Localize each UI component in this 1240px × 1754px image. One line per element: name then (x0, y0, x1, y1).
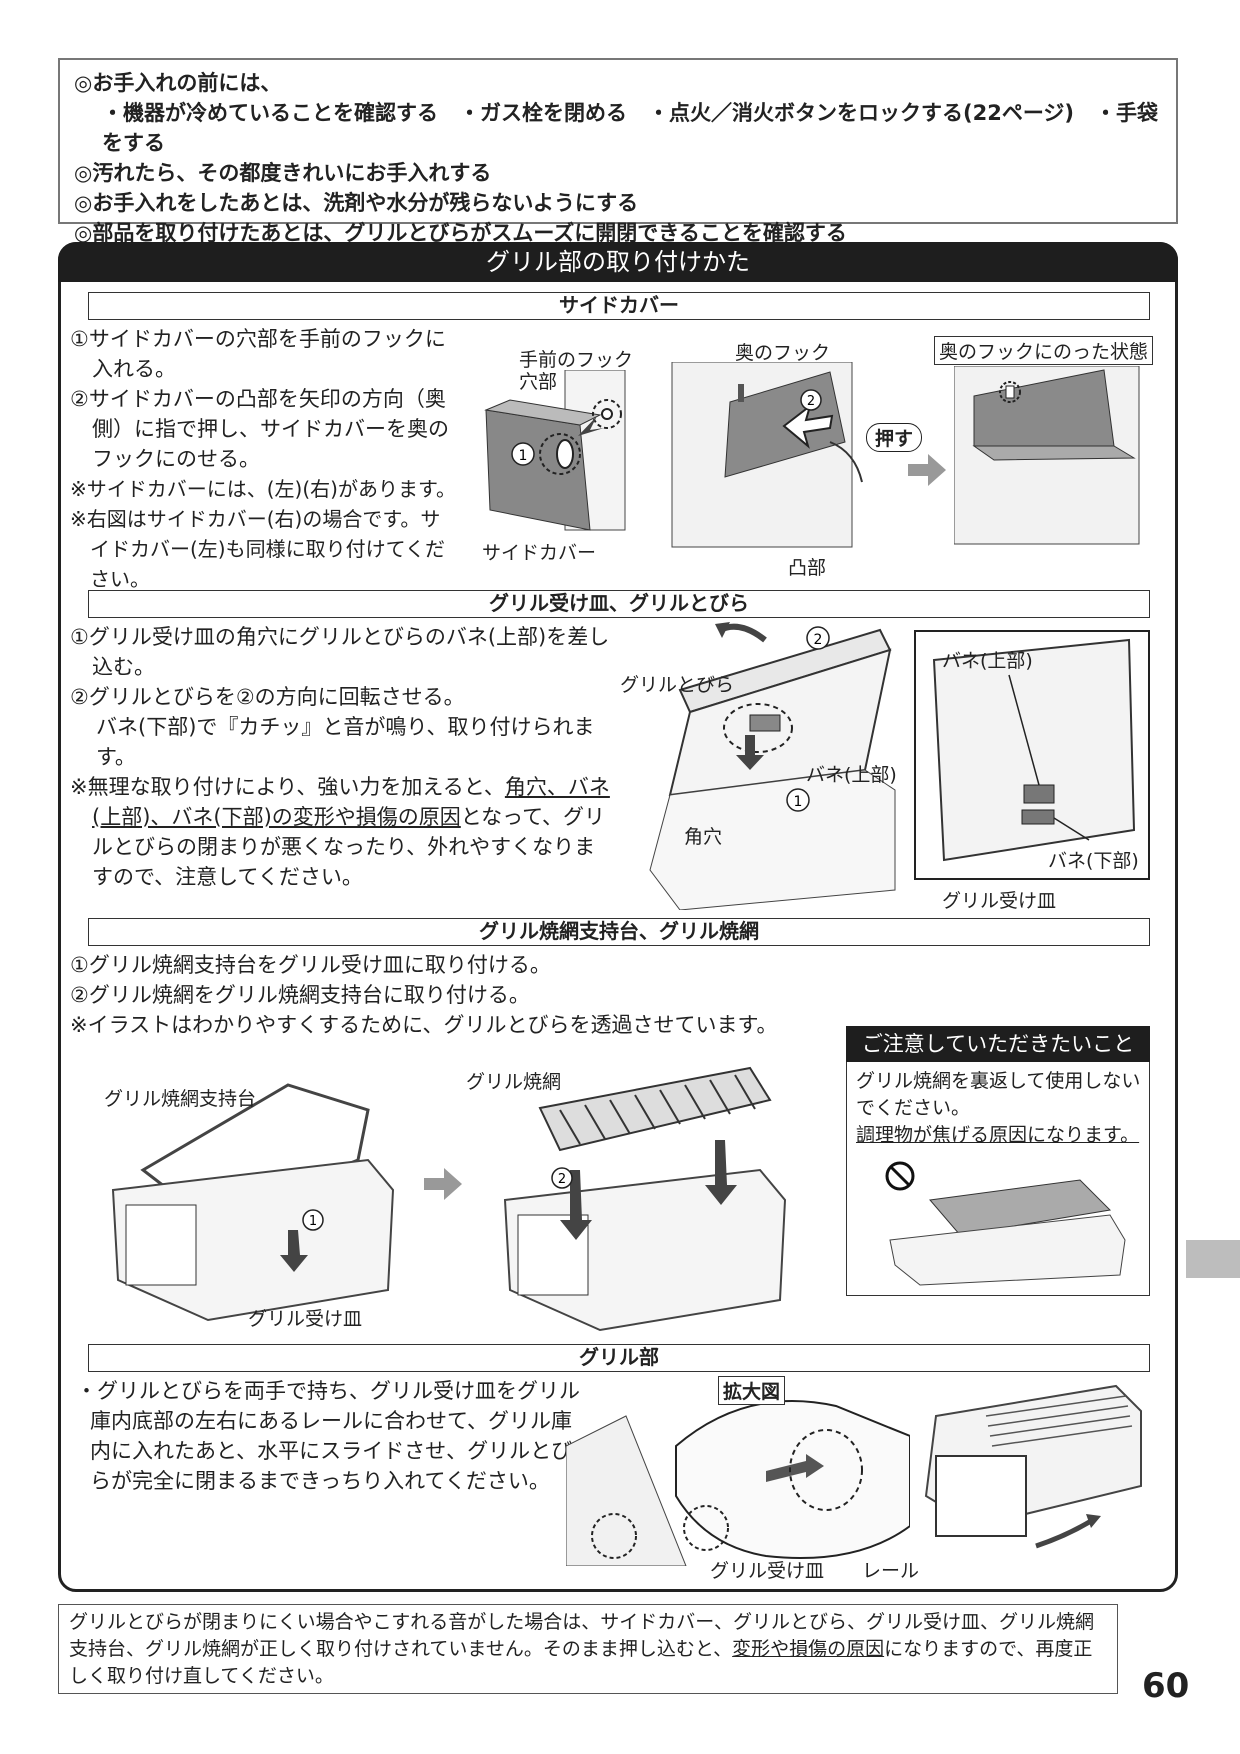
side-cover-label: サイドカバー (482, 542, 597, 564)
rack-support-illustration: 1 (111, 1083, 395, 1322)
arrow-right-icon (424, 1168, 462, 1200)
side-cover-steps: ①サイドカバーの穴部を手前のフックに入れる。 ②サイドカバーの凸部を矢印の方向（… (70, 324, 460, 594)
notice-line: ◎お手入れの前には、 (74, 71, 282, 95)
state-label: 奥のフックにのった状態 (934, 336, 1154, 365)
square-hole-label: 角穴 (684, 826, 723, 848)
svg-text:1: 1 (309, 1214, 317, 1229)
page-tab-marker (1186, 1240, 1240, 1278)
spring-detail-illustration (914, 630, 1150, 880)
note-underline: 角穴、バネ(上部)、バネ(下部)の変形や損傷の原因 (92, 775, 610, 829)
note-1: ※サイドカバーには、(左)(右)があります。 (70, 477, 456, 501)
grill-rack-steps: ①グリル焼網支持台をグリル受け皿に取り付ける。 ②グリル焼網をグリル焼網支持台に… (70, 950, 850, 1040)
back-hook-label: 奥のフック (735, 342, 831, 364)
support-label: グリル焼網支持台 (104, 1088, 257, 1110)
net-label: グリル焼網 (466, 1071, 562, 1093)
rack-net-illustration: 2 (503, 1066, 787, 1332)
svg-text:1: 1 (519, 448, 528, 464)
pan-label: グリル受け皿 (710, 1560, 825, 1582)
side-cover-illustration-3 (954, 366, 1140, 545)
spring-bottom-label: バネ(下部) (1048, 850, 1139, 872)
spring-top-label-2: バネ(上部) (942, 650, 1033, 672)
bottom-note-text: グリルとびらが閉まりにくい場合やこすれる音がした場合は、サイドカバー、グリルとび… (69, 1611, 1095, 1660)
grill-part-text: ・グリルとびらを両手で持ち、グリル受け皿をグリル庫内底部の左右にあるレールに合わ… (76, 1379, 580, 1493)
svg-text:1: 1 (794, 794, 803, 810)
push-label: 押す (866, 423, 923, 452)
step-2: ②グリル焼網をグリル焼網支持台に取り付ける。 (70, 983, 530, 1007)
bottom-note-underline: 変形や損傷の原因 (732, 1638, 885, 1660)
caution-heading: ご注意していただきたいこと (846, 1026, 1150, 1062)
notice-line: ◎汚れたら、その都度きれいにお手入れする (74, 161, 492, 185)
grill-part-heading: グリル部 (88, 1344, 1150, 1372)
step-1: ①グリル受け皿の角穴にグリルとびらのバネ(上部)を差し込む。 (70, 625, 610, 679)
step-2: ②サイドカバーの凸部を矢印の方向（奥側）に指で押し、サイドカバーを奥のフックにの… (70, 387, 449, 471)
step-2-detail: バネ(下部)で『カチッ』と音が鳴り、取り付けられます。 (96, 715, 595, 769)
section-title: グリル部の取り付けかた (58, 242, 1178, 282)
door-label: グリルとびら (620, 674, 735, 696)
step-1: ①サイドカバーの穴部を手前のフックに入れる。 (70, 327, 446, 381)
grill-pan-steps: ①グリル受け皿の角穴にグリルとびらのバネ(上部)を差し込む。 ②グリルとびらを②… (70, 622, 610, 892)
grill-insert-illustration (566, 1400, 910, 1566)
rack-note: ※イラストはわかりやすくするために、グリルとびらを透過させています。 (70, 1013, 778, 1037)
bottom-note-text: になりますので、再度正しく取り付け直してください。 (69, 1638, 1093, 1687)
spring-top-label: バネ(上部) (806, 764, 897, 786)
bottom-note-box: グリルとびらが閉まりにくい場合やこすれる音がした場合は、サイドカバー、グリルとび… (58, 1604, 1118, 1694)
notice-line: ・機器が冷めていることを確認する ・ガス栓を閉める ・点火／消火ボタンをロックす… (102, 101, 1158, 155)
convex-label: 凸部 (788, 557, 827, 579)
pan-label: グリル受け皿 (248, 1308, 363, 1330)
arrow-right-icon (908, 454, 946, 486)
page-number: 60 (1142, 1666, 1190, 1706)
svg-text:2: 2 (807, 394, 815, 409)
caution-body: グリル焼網を裏返して使用しないでください。 (856, 1070, 1141, 1119)
note-text: ※無理な取り付けにより、強い力を加えると、 (70, 775, 505, 799)
zoom-label: 拡大図 (718, 1376, 786, 1405)
notice-line: ◎部品を取り付けたあとは、グリルとびらがスムーズに開閉できることを確認する (74, 221, 847, 245)
svg-text:2: 2 (558, 1172, 566, 1187)
caution-note: ※無理な取り付けにより、強い力を加えると、角穴、バネ(上部)、バネ(下部)の変形… (70, 772, 610, 892)
svg-text:2: 2 (814, 632, 823, 648)
caution-text: グリル焼網を裏返して使用しないでください。 調理物が焦げる原因になります。 (856, 1068, 1146, 1149)
pan-label: グリル受け皿 (942, 890, 1057, 912)
grill-pan-heading: グリル受け皿、グリルとびら (88, 590, 1150, 618)
step-2: ②グリルとびらを②の方向に回転させる。 (70, 685, 465, 709)
side-cover-heading: サイドカバー (88, 292, 1150, 320)
grill-rack-heading: グリル焼網支持台、グリル焼網 (88, 918, 1150, 946)
note-text: となって、グリルとびらの閉まりが悪くなったり、外れやすくなりますので、注意してく… (92, 805, 606, 889)
caution-underline: 調理物が焦げる原因になります。 (856, 1124, 1140, 1146)
upside-down-net-illustration (889, 1179, 1126, 1286)
care-notice-box: ◎お手入れの前には、 ・機器が冷めていることを確認する ・ガス栓を閉める ・点火… (58, 58, 1178, 245)
rail-label: レール (862, 1560, 920, 1582)
prohibited-icon (885, 1161, 915, 1191)
notice-line: ◎お手入れをしたあとは、洗剤や水分が残らないようにする (74, 191, 639, 215)
side-cover-illustration-2: 2 (671, 362, 863, 548)
step-1: ①グリル焼網支持台をグリル受け皿に取り付ける。 (70, 953, 551, 977)
side-cover-illustration-1: 1 (484, 370, 626, 531)
hole-label: 穴部 (519, 371, 558, 393)
front-hook-label: 手前のフック (519, 349, 634, 371)
grill-closed-illustration (924, 1384, 1142, 1549)
note-2: ※右図はサイドカバー(右)の場合です。サイドカバー(左)も同様に取り付けてくださ… (70, 507, 446, 591)
grill-door-illustration: 1 2 (649, 622, 896, 910)
